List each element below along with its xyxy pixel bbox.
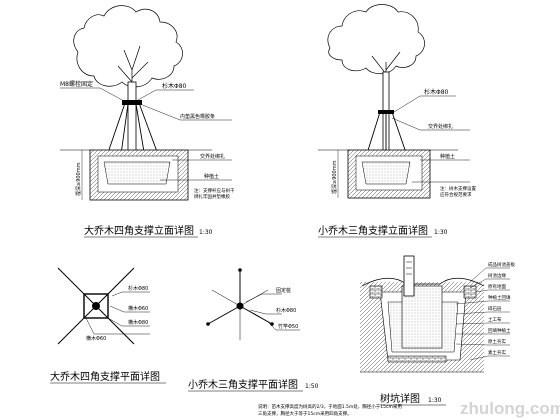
large-plan-bar1-callout: 横木Φ60 <box>128 305 148 312</box>
small-elevation-scale: 1:30 <box>434 229 448 236</box>
large-plan-bar2-callout: 横木Φ80 <box>128 319 148 326</box>
large-plan-bar3-callout: 横木Φ60 <box>86 335 106 342</box>
rubber-callout: 内垫黑色橡胶条 <box>180 113 215 120</box>
pit-detail-scale: 1:30 <box>428 397 442 404</box>
small-plan-tie-callout: 杉木Φ80 <box>276 307 296 314</box>
large-soil-callout: 种植土 <box>204 173 219 180</box>
small-note-2: 应符合规范要求 <box>440 191 472 198</box>
pit-detail-title: 树坑详图 <box>380 392 420 405</box>
small-plan-pole-callout: 固定桩 <box>276 287 291 294</box>
footnote-line-1: 说明：苗木支撑高度为树高的2/3，于地面1.5m处，胸径小于15cm采用 <box>258 403 402 410</box>
small-pole-callout: 杉木Φ80 <box>424 88 449 96</box>
pit-callout-1: 成品树池盖板 <box>488 261 515 268</box>
small-tree-elevation-detail: 埋深≥900mm 杉木Φ80 交界处绑扎 种植土 注：树木支撑设置 应符合规范要… <box>318 4 476 238</box>
small-tree-plan-detail: 固定桩 杉木Φ80 竹竿Φ50 小乔木三角支撑平面详图 1:50 <box>188 268 319 392</box>
small-tree-crown <box>327 4 425 100</box>
pit-callout-2: 树池边缘 <box>488 272 506 279</box>
small-depth-label: 埋深≥900mm <box>331 160 338 194</box>
footnote-line-2: 三角支撑，胸径大于等于15cm采用四角支撑。 <box>258 410 352 417</box>
large-depth-label: 埋深≥900mm <box>75 162 82 196</box>
small-anchor-callout: 交界处绑扎 <box>428 123 453 130</box>
small-plan-trunk <box>236 302 244 310</box>
small-plan-title: 小乔木三角支撑平面详图 <box>188 378 298 391</box>
watermark: zhulong.com <box>460 399 560 418</box>
small-note-1: 注：树木支撑设置 <box>440 185 476 192</box>
small-plan-bar-callout: 竹竿Φ50 <box>278 323 298 330</box>
pit-callout-5: 碎石层 <box>488 305 502 312</box>
bolt-callout: M8螺栓固定 <box>60 80 93 88</box>
large-note-2: 绑扎牢固并垫橡胶 <box>194 193 230 200</box>
small-soil-callout: 种植土 <box>440 153 455 160</box>
large-elevation-scale: 1:30 <box>199 229 213 236</box>
rubber-strap <box>122 100 142 105</box>
pit-callout-7: 回填种植土 <box>488 327 511 334</box>
large-plan-title: 大乔木四角支撑平面详图 <box>50 370 160 383</box>
large-elevation-title: 大乔木四角支撑立面详图 <box>84 224 194 237</box>
pole-callout: 杉木Φ80 <box>162 82 187 90</box>
large-note-1: 注：支撑杆应与树干 <box>194 187 235 194</box>
small-elevation-title: 小乔木三角支撑立面详图 <box>318 224 428 237</box>
pit-callout-8: 原土夯实 <box>488 338 506 345</box>
large-tree-plan-detail: 杉木Φ80 横木Φ60 横木Φ80 横木Φ60 大乔木四角支撑平面详图 <box>50 267 166 384</box>
small-plan-scale: 1:50 <box>305 383 319 390</box>
large-tree-elevation-detail: 埋深≥900mm M8螺栓固定 杉木Φ80 内垫黑色橡胶条 交界处绑扎 种植土 … <box>60 5 235 238</box>
pit-callout-3: 原有地面 <box>488 283 506 290</box>
large-plan-pole-callout: 杉木Φ80 <box>128 285 148 292</box>
tree-pit-detail: 成品树池盖板 树池边缘 原有地面 种植土回填 碎石层 土工布 回填种植土 原土夯… <box>360 255 515 406</box>
pit-callout-4: 种植土回填 <box>488 294 511 301</box>
large-plan-trunk <box>92 302 100 310</box>
large-pit-note-callout: 交界处绑扎 <box>200 153 225 160</box>
large-leaders <box>60 87 232 181</box>
pit-callout-9: 素土夯实 <box>488 349 506 356</box>
small-leaders <box>391 95 470 183</box>
pit-tree-trunk <box>403 255 415 297</box>
pit-callout-6: 土工布 <box>488 316 502 323</box>
